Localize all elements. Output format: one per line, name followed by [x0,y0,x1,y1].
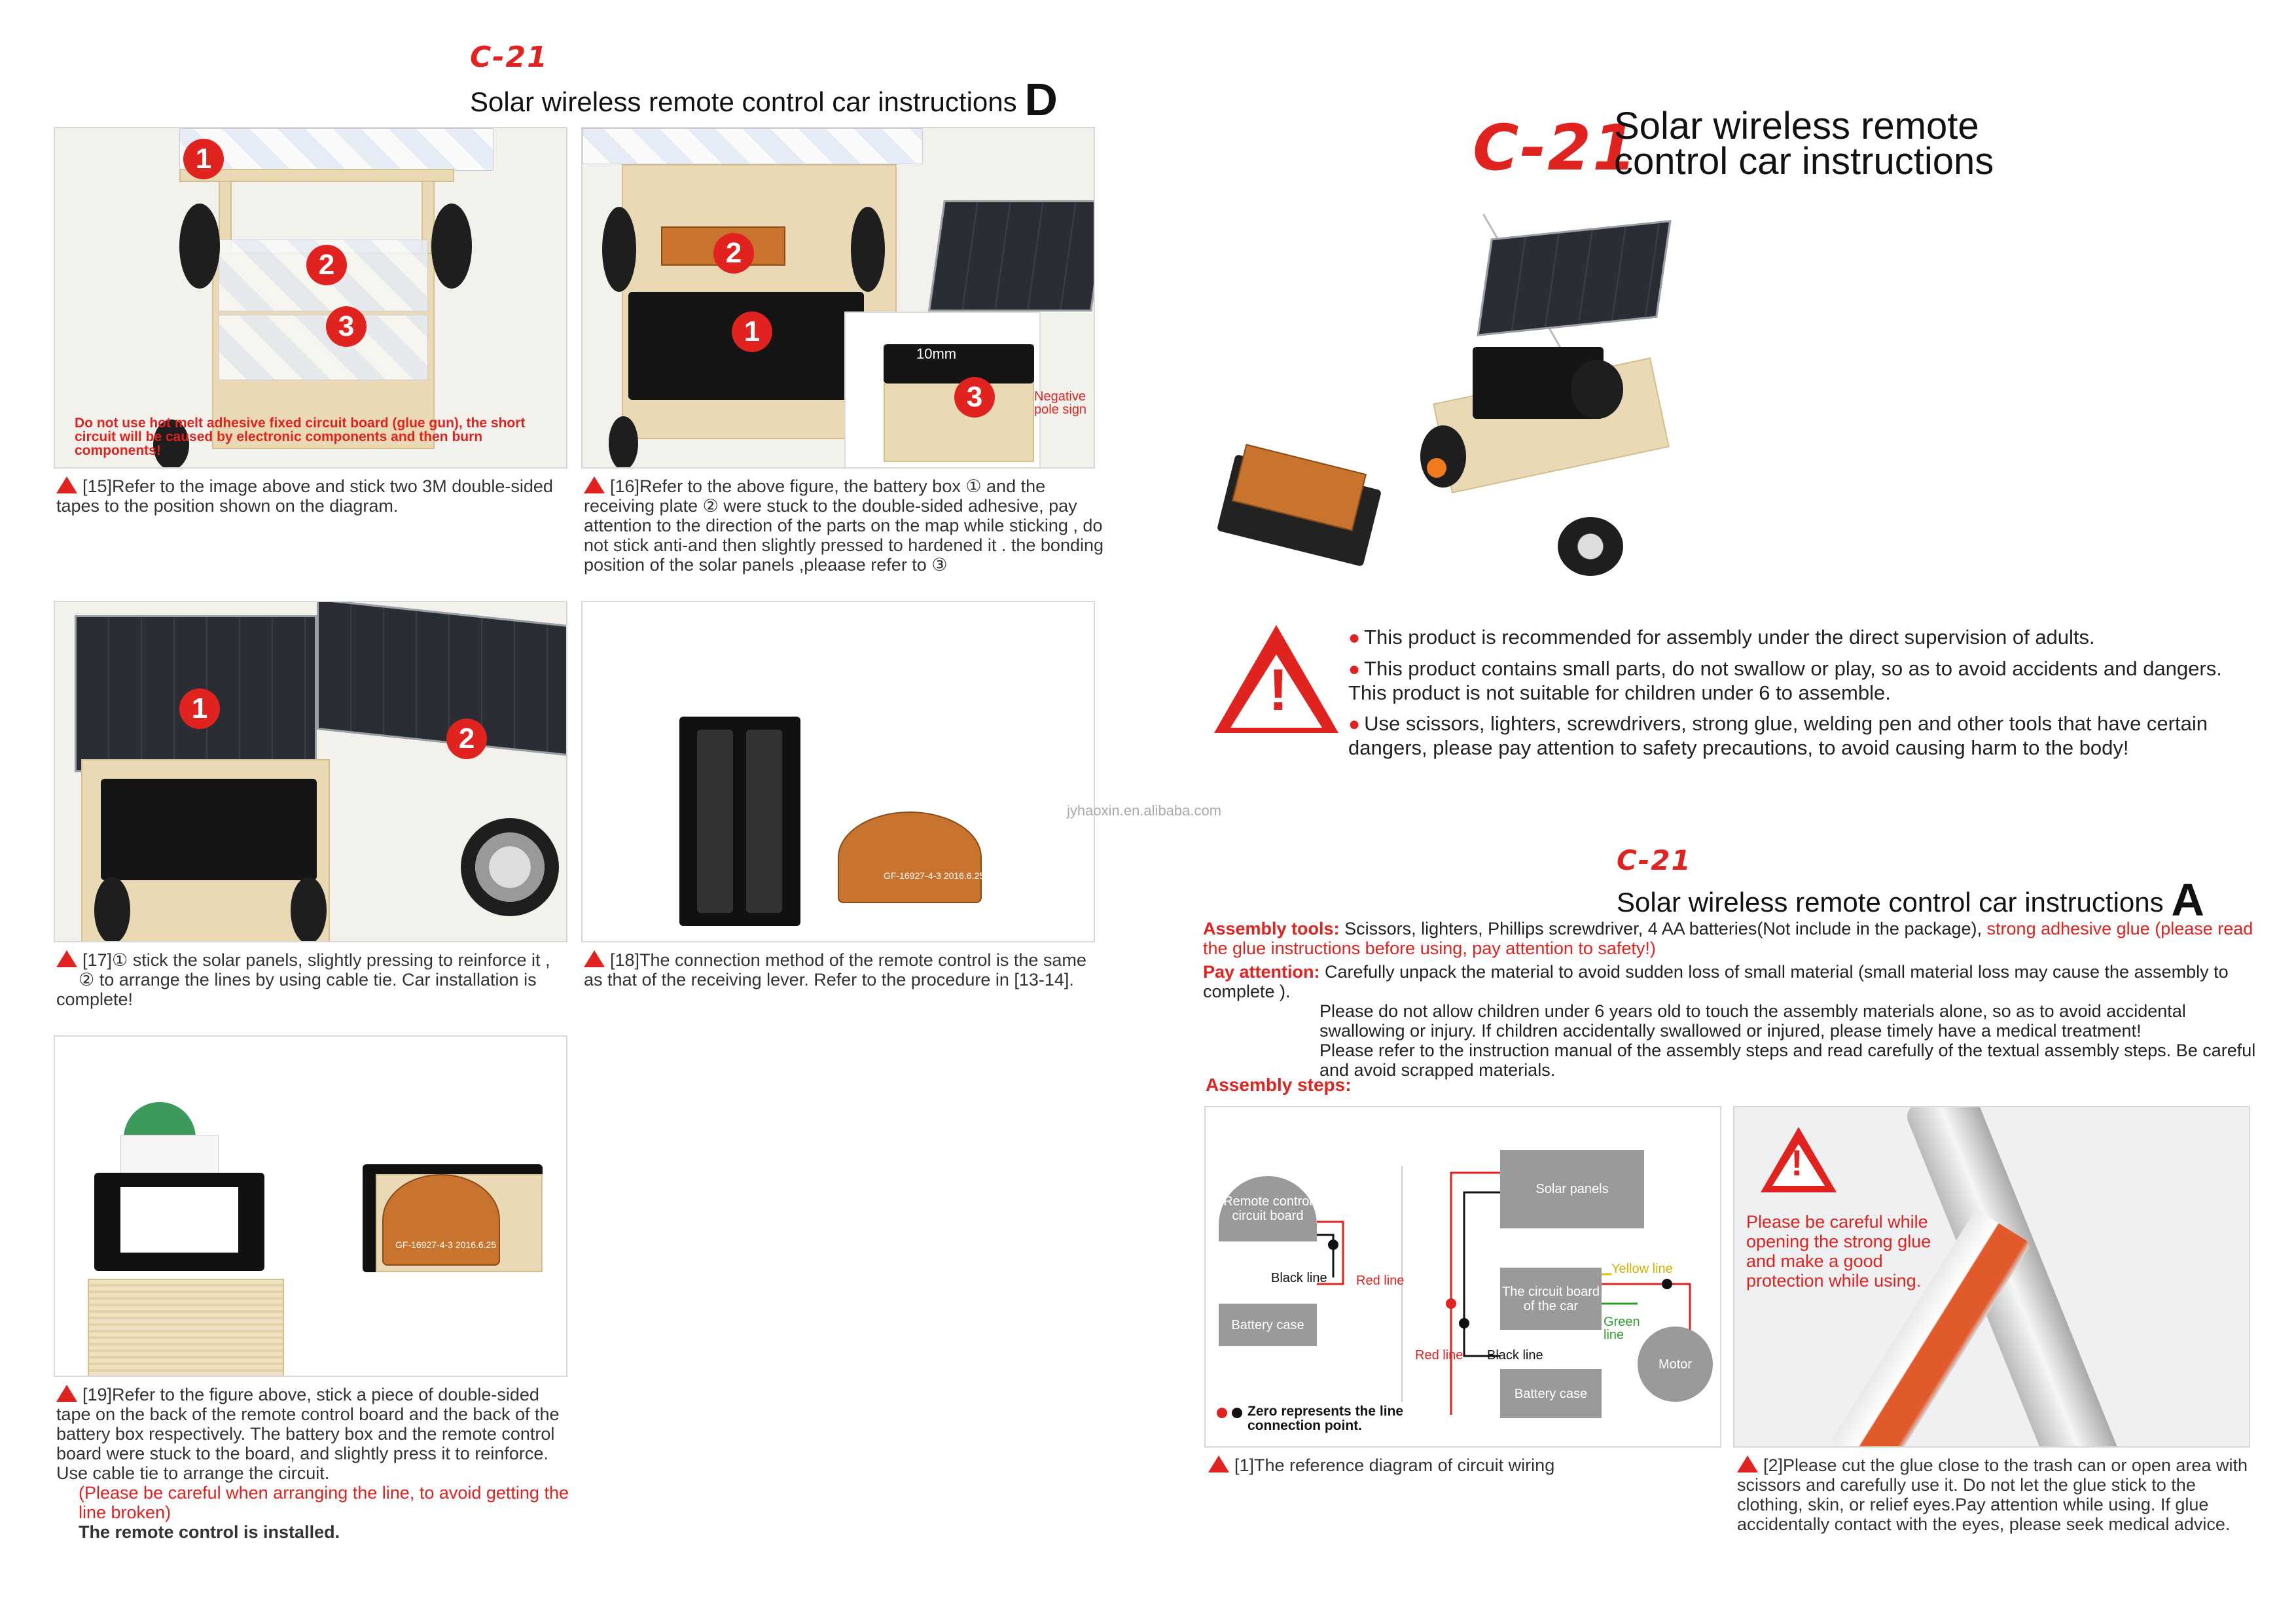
glue-warning-note: Do not use hot melt adhesive fixed circu… [75,416,526,458]
badge-1: 1 [179,688,220,729]
brand-logo: C-21 [470,41,548,74]
battery-case-block: Battery case [1500,1369,1602,1418]
badge-1: 1 [183,139,224,179]
black-line-label: Black line [1487,1348,1543,1363]
inset-measurement: 10mm [916,346,957,362]
warning-triangle-icon [1208,1455,1229,1472]
diagram-legend: Zero represents the line connection poin… [1247,1404,1404,1433]
negative-pole-label: Negative pole sign [1034,389,1087,417]
badge-2: 2 [446,719,487,759]
badge-2: 2 [713,233,754,274]
warning-item: ●This product contains small parts, do n… [1348,657,2222,704]
warning-triangle-icon [584,950,605,967]
page-title: Solar wireless remote control car instru… [470,74,1058,125]
assembly-tools: Assembly tools: Scissors, lighters, Phil… [1203,919,2253,958]
step18-photo: GF-16927-4-3 2016.6.25 [581,601,1095,942]
glue-photo: ! Please be careful while opening the st… [1733,1106,2250,1448]
warning-item: ●This product is recommended for assembl… [1348,626,2095,649]
step18-caption: [18]The connection method of the remote … [584,950,1086,990]
badge-3: 3 [954,377,995,418]
exclamation-glyph: ! [1268,658,1288,723]
circuit-board-block: The circuit board of the car [1500,1268,1602,1330]
pay-attention: Pay attention: Carefully unpack the mate… [1203,962,2256,1080]
step15-photo: 1 2 3 Do not use hot melt adhesive fixed… [54,127,567,469]
black-line-label: Black line [1271,1271,1327,1285]
badge-3: 3 [326,306,367,347]
step16-caption: [16]Refer to the above figure, the batte… [584,476,1104,575]
pcb-marking: GF-16927-4-3 2016.6.25 [395,1240,497,1250]
green-line-label: Green line [1604,1315,1640,1342]
yellow-line-label: Yellow line [1611,1262,1673,1276]
warning-triangle-icon [56,1385,77,1402]
cover-logo: C-21 [1473,111,1638,185]
step16-photo: 10mm Negative pole sign 2 1 3 [581,127,1095,469]
step15-caption: [15]Refer to the image above and stick t… [56,476,553,516]
red-line-label: Red line [1356,1274,1405,1288]
glue-warning-text: Please be careful while opening the stro… [1746,1212,1931,1291]
battery-case-block: Battery case [1219,1304,1317,1346]
diagram-caption: [1]The reference diagram of circuit wiri… [1208,1455,1719,1475]
step17-caption: [17]① stick the solar panels, slightly p… [56,950,550,1009]
warning-triangle-icon [56,950,77,967]
warning-triangle-icon [1737,1455,1758,1472]
step19-photo: GF-16927-4-3 2016.6.25 [54,1035,567,1377]
badge-2: 2 [306,245,347,285]
motor-block: Motor [1638,1327,1713,1402]
solar-panels-block: Solar panels [1500,1150,1644,1228]
section-title: Solar wireless remote control car instru… [1617,874,2204,925]
circuit-diagram: Remote control circuit board Black line … [1204,1106,1721,1448]
glue-caption: [2]Please cut the glue close to the tras… [1737,1455,2248,1534]
assembly-steps-label: Assembly steps: [1206,1075,1352,1095]
warning-triangle-icon [584,476,605,493]
warning-item: ●Use scissors, lighters, screwdrivers, s… [1348,712,2208,759]
badge-1: 1 [732,312,772,352]
watermark: jyhaoxin.en.alibaba.com [1067,802,1222,819]
pcb-marking: GF-16927-4-3 2016.6.25 [884,870,985,881]
section-logo: C-21 [1617,844,1692,876]
step17-photo: 1 2 [54,601,567,942]
red-line-label: Red line [1415,1348,1463,1363]
cover-car-photo [1204,209,1793,576]
warning-triangle-icon [56,476,77,493]
step19-caption: [19]Refer to the figure above, stick a p… [56,1385,569,1542]
cover-title: Solar wireless remote control car instru… [1614,105,1994,183]
